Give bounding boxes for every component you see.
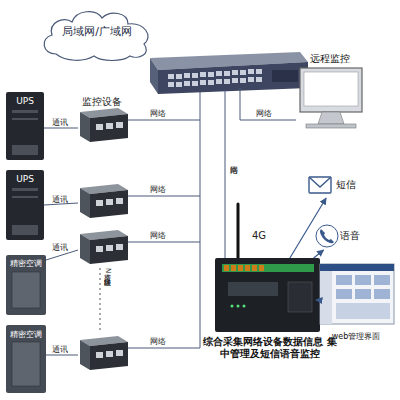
web-screenshot [320, 264, 394, 324]
node-text: 语音 [340, 230, 370, 242]
monitor-device [80, 108, 128, 142]
ups-node: UPS [6, 92, 44, 160]
network-switch [150, 52, 308, 94]
voice-node: 语音 [312, 222, 370, 250]
node-text: 综合采集网络设备数据信息 集中管理及短信语音监控 [203, 336, 337, 359]
precision-aircon-node: 精密空调 [6, 255, 46, 315]
link-label: 网络 [150, 110, 166, 119]
phone-icon [316, 225, 338, 247]
node-text: 局域网/广域网 [38, 26, 156, 39]
link-label: 网络 [150, 186, 166, 195]
link-label: 网络 [256, 110, 272, 119]
link-label: 网络 [150, 338, 166, 347]
link-label: 通讯 [52, 346, 68, 355]
cloud-node: 局域网/广域网 [38, 6, 156, 62]
node-text: web管理界面 [316, 332, 396, 341]
ups-detail [12, 110, 38, 235]
node-text: UPS [6, 96, 44, 106]
network-type-label: 4G [252, 230, 266, 241]
aircon-detail [12, 272, 40, 386]
remote-monitor-node: 远程监控 [288, 50, 372, 130]
arrow-connector [316, 299, 320, 301]
gateway-node: 综合采集网络设备数据信息 集中管理及短信语音监控 [215, 258, 320, 332]
link-label: 网络 [150, 232, 166, 241]
sms-node: 短信 [306, 172, 362, 198]
computer-monitor [300, 68, 362, 128]
monitor-device [80, 184, 128, 218]
node-text: 短信 [336, 179, 362, 191]
node-text: UPS [6, 174, 44, 184]
cascade-dots [100, 268, 101, 330]
node-text: 精密空调 [6, 259, 46, 268]
monitor-device [80, 230, 128, 264]
node-text: 远程监控 [288, 53, 372, 65]
arrow-connector [314, 250, 324, 258]
antenna [237, 204, 240, 258]
arrow-connector [290, 198, 326, 258]
cascade-note: 支持N路级联 [103, 268, 111, 273]
monitor-device [80, 336, 128, 370]
precision-aircon-node: 精密空调 [6, 325, 46, 393]
link-label: 通讯 [52, 196, 68, 205]
web-ui-node: web管理界面 [316, 262, 396, 346]
link-label: 通讯 [52, 119, 68, 128]
node-text: 精密空调 [6, 330, 46, 339]
link-label: 通讯 [52, 244, 68, 253]
comm-wire [44, 128, 78, 355]
gateway-detail [222, 264, 314, 312]
group-label: 监控设备 [82, 96, 122, 107]
ups-node: UPS [6, 170, 44, 240]
envelope-icon [309, 177, 331, 193]
